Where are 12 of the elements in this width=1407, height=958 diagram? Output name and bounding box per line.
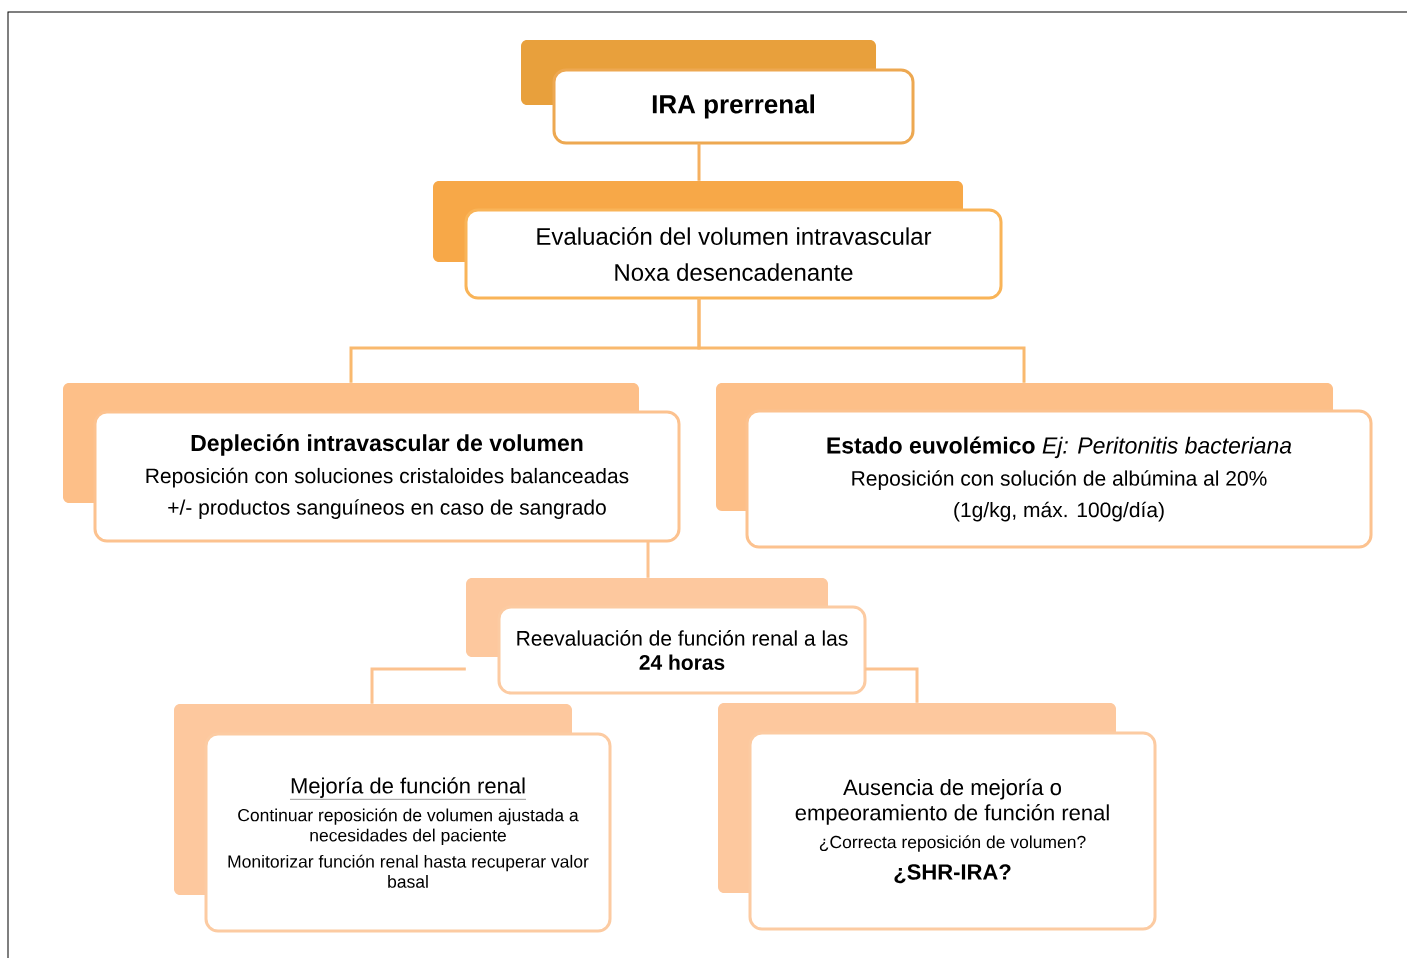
- process-box: Estado euvolémico Ej: Peritonitis bacteriana Reposición con solución de albúmina al 20% (1g/kg, máx. 100g/día): [745, 409, 1373, 549]
- process-box: IRA prerrenal: [552, 68, 915, 145]
- process-box: Depleción intravascular de volumen Reposición con soluciones cristaloides balanceadas +/- productos sanguíneos en caso de sangrado: [93, 410, 681, 543]
- process-box: Ausencia de mejoría o empeoramiento de función renal ¿Correcta reposición de volumen? ¿SHR-IRA?: [748, 731, 1157, 931]
- connector: [865, 667, 919, 703]
- process-box: Evaluación del volumen intravascular Noxa desencadenante: [464, 208, 1003, 300]
- connector: [646, 541, 650, 578]
- process-box: Reevaluación de función renal a las 24 horas: [497, 605, 867, 695]
- connector: [697, 143, 701, 181]
- process-box: Mejoría de función renal Continuar reposición de volumen ajustada a necesidades del paciente Monitorizar función renal hasta recuperar valor basal: [204, 732, 612, 933]
- connector: [697, 298, 1026, 383]
- connector: [370, 667, 466, 704]
